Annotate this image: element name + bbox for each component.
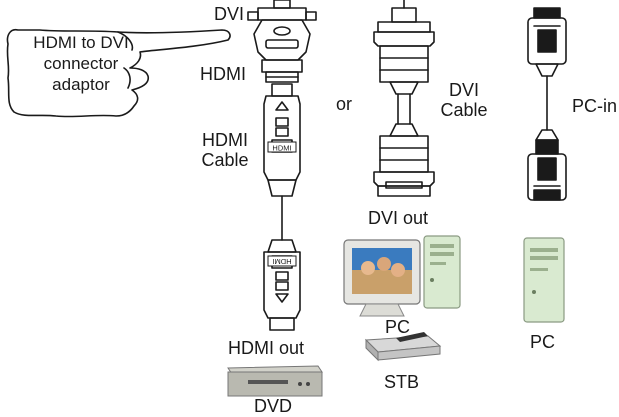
dvd-player-icon: [227, 365, 323, 397]
label-hdmi-cable: HDMI Cable: [194, 130, 256, 170]
monitor-icon: [343, 239, 421, 317]
callout-line-1: HDMI to DVI: [33, 33, 129, 52]
dvi-to-hdmi-adaptor: [247, 0, 317, 83]
label-or: or: [336, 94, 353, 114]
callout-line-2: connector: [43, 54, 119, 73]
label-pc-in: PC-in: [572, 96, 618, 116]
label-pc-right: PC: [530, 332, 556, 352]
label-dvi-cable: DVI Cable: [430, 80, 498, 120]
label-dvi-cable-line-1: DVI: [448, 80, 479, 100]
callout-bubble: [6, 28, 231, 118]
hdmi-cable: [263, 83, 301, 331]
label-hdmi-adaptor: HDMI: [200, 64, 246, 84]
label-dvi-cable-line-2: Cable: [440, 100, 488, 120]
label-dvd: DVD: [254, 396, 293, 416]
label-hdmi-cable-line-2: Cable: [201, 150, 249, 170]
pc-in-cable: [527, 7, 567, 201]
label-hdmi-out: HDMI out: [228, 338, 305, 358]
label-hdmi-cable-line-1: HDMI: [202, 130, 248, 150]
label-dvi-top: DVI: [214, 4, 245, 24]
connector-hdmi-upper-text: HDMI: [272, 144, 291, 153]
pc-tower-right-icon: [523, 237, 565, 323]
connector-hdmi-lower-text: HDMI: [272, 257, 291, 266]
dvi-cable: [373, 0, 435, 197]
label-stb: STB: [384, 372, 420, 392]
label-pc-center: PC: [385, 317, 411, 337]
callout-text: HDMI to DVI connector adaptor: [6, 32, 156, 95]
label-dvi-out: DVI out: [368, 208, 429, 228]
set-top-box-icon: [364, 332, 442, 362]
pc-tower-center-icon: [423, 235, 461, 309]
callout-line-3: adaptor: [52, 75, 110, 94]
